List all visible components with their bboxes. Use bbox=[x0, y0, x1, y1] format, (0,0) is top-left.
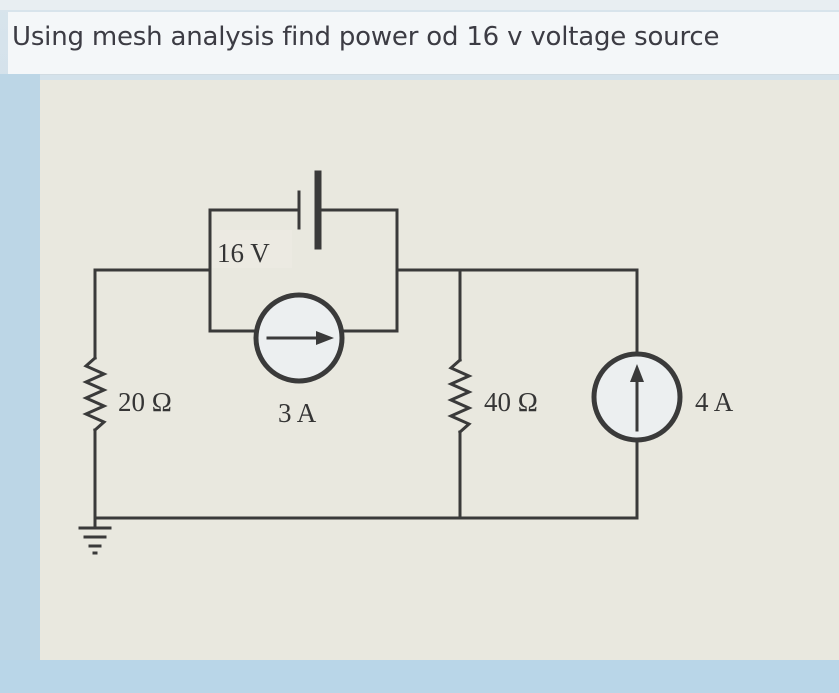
resistor-20-label: 20 Ω bbox=[118, 387, 172, 417]
bottom-band bbox=[0, 660, 839, 693]
circuit-figure-panel bbox=[40, 80, 839, 660]
battery-icon bbox=[208, 170, 399, 250]
ground-icon bbox=[78, 513, 112, 555]
top-strip bbox=[0, 0, 839, 10]
resistor-icon bbox=[447, 357, 473, 435]
current-source-4a-label: 4 A bbox=[695, 387, 734, 417]
current-source-3a-label: 3 A bbox=[278, 398, 317, 428]
current-source-icon bbox=[591, 351, 683, 443]
question-text: Using mesh analysis find power od 16 v v… bbox=[12, 22, 720, 52]
question-bar bbox=[8, 12, 839, 75]
resistor-40-label: 40 Ω bbox=[484, 387, 538, 417]
label-bg-16v bbox=[212, 230, 292, 268]
voltage-source-label: 16 V bbox=[217, 238, 270, 268]
wire-top-left bbox=[93, 268, 212, 360]
current-source-icon bbox=[253, 292, 345, 384]
resistor-icon bbox=[82, 355, 108, 433]
left-band bbox=[0, 74, 40, 664]
